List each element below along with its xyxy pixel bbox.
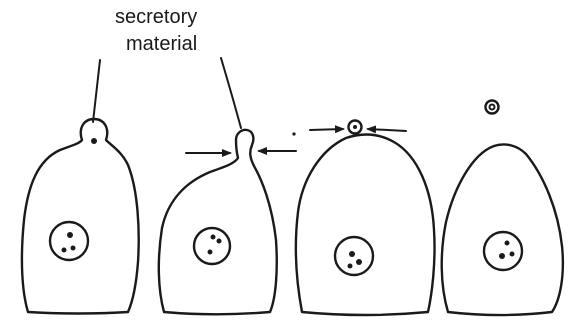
cell-1-nucleolus-b — [71, 246, 76, 251]
cell-3 — [292, 121, 434, 316]
cell-2-nucleolus-b — [217, 239, 222, 244]
cell-1-nucleolus-c — [62, 248, 67, 253]
cell-4-membrane — [442, 144, 563, 315]
cell-3-membrane — [296, 135, 435, 315]
cell-4-nucleolus-b — [499, 253, 505, 259]
cell-4-nucleus — [484, 232, 522, 270]
cell-2-nucleolus-a — [211, 235, 216, 240]
cell-3-arrow-left — [310, 129, 343, 130]
cell-2-nucleus — [194, 228, 230, 264]
cell-2-nucleolus-c — [208, 250, 213, 255]
cell-4-released-vesicle-core — [490, 105, 495, 110]
cell-2-membrane — [159, 130, 277, 314]
leader-line-cell1 — [93, 60, 100, 122]
label-line-1: secretory — [115, 6, 197, 28]
cell-3-arrow-right — [368, 129, 406, 131]
cell-3-nucleolus-c — [348, 264, 353, 269]
cell-1 — [22, 119, 139, 314]
cell-3-nucleolus-b — [356, 259, 362, 265]
cell-1-membrane — [22, 119, 139, 314]
cell-4 — [442, 101, 563, 316]
label-line-2: material — [126, 33, 197, 55]
cell-1-secretory-granule — [91, 138, 97, 144]
cell-4-nucleolus-a — [505, 241, 510, 246]
cell-3-vesicle-granule — [353, 125, 357, 129]
cell-1-nucleolus-a — [67, 232, 73, 238]
leader-line-cell2 — [221, 58, 241, 128]
cell-3-stray-dot — [292, 132, 295, 135]
cell-3-nucleolus-a — [349, 251, 355, 257]
cell-1-nucleus — [50, 222, 88, 260]
cell-2 — [159, 130, 296, 314]
cell-4-released-vesicle — [486, 101, 499, 114]
cell-4-nucleolus-c — [510, 252, 515, 257]
